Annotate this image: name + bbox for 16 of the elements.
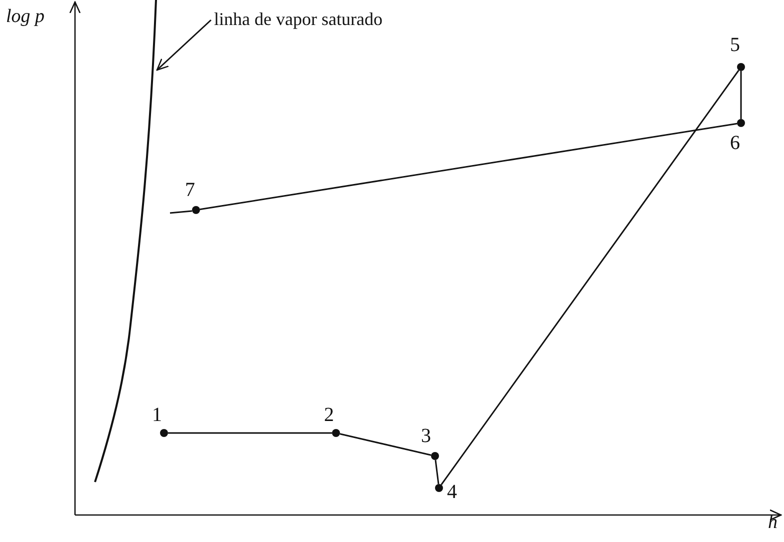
point-label: 6	[730, 133, 740, 153]
point-label: 5	[730, 35, 740, 55]
process-line	[740, 71, 742, 119]
process-line	[434, 460, 440, 484]
process-line	[168, 432, 332, 434]
point-label: 1	[152, 405, 162, 425]
process-line	[200, 122, 738, 210]
leader-arrow	[156, 19, 212, 71]
process-line	[340, 433, 432, 456]
point-label: 2	[324, 405, 334, 425]
point-label: 4	[447, 482, 457, 502]
axis-label: log p	[6, 6, 45, 28]
process-line	[440, 70, 740, 486]
point-label: 7	[185, 180, 195, 200]
curve-label: linha de vapor saturado	[214, 8, 382, 30]
point-label: 3	[421, 426, 431, 446]
